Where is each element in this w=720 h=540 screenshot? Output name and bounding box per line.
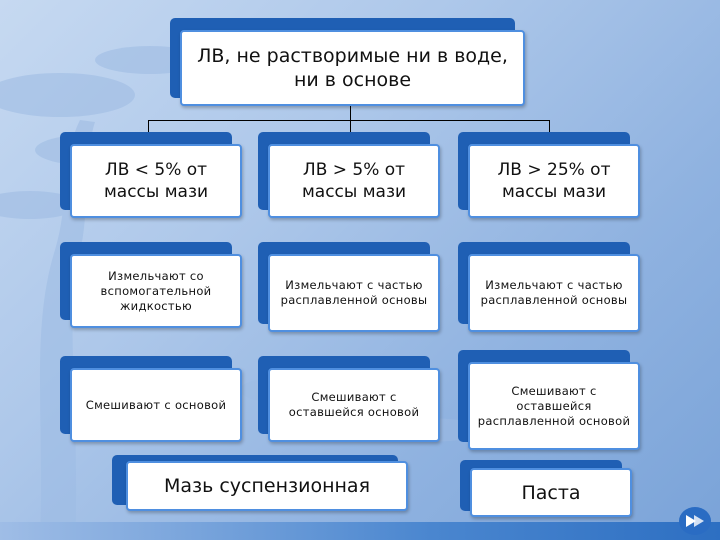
result-suspension-ointment-text: Мазь суспензионная bbox=[126, 461, 408, 511]
column-3-step-2-text: Смешивают с оставшейся расплавленной осн… bbox=[468, 362, 640, 450]
column-2-step-2-text: Смешивают с оставшейся основой bbox=[268, 368, 440, 442]
result-paste: Паста bbox=[460, 460, 632, 517]
result-paste-text: Паста bbox=[470, 468, 632, 517]
column-3-step-2: Смешивают с оставшейся расплавленной осн… bbox=[458, 350, 640, 450]
column-2-header-text: ЛВ > 5% от массы мази bbox=[268, 144, 440, 218]
column-3-header: ЛВ > 25% от массы мази bbox=[458, 132, 640, 218]
column-1-step-1-text: Измельчают со вспомогательной жидкостью bbox=[70, 254, 242, 328]
root-node: ЛВ, не растворимые ни в воде, ни в основ… bbox=[170, 18, 525, 106]
column-1-step-1: Измельчают со вспомогательной жидкостью bbox=[60, 242, 242, 328]
column-1-step-2-text: Смешивают с основой bbox=[70, 368, 242, 442]
column-2-step-1-text: Измельчают с частью расплавленной основы bbox=[268, 254, 440, 332]
column-3-step-1: Измельчают с частью расплавленной основы bbox=[458, 242, 640, 332]
footer-bar bbox=[0, 522, 720, 540]
column-1-step-2: Смешивают с основой bbox=[60, 356, 242, 442]
logo-icon bbox=[678, 506, 712, 536]
connector-col2 bbox=[350, 120, 351, 132]
column-2-step-2: Смешивают с оставшейся основой bbox=[258, 356, 440, 442]
connector-col1 bbox=[148, 120, 149, 132]
column-2-step-1: Измельчают с частью расплавленной основы bbox=[258, 242, 440, 332]
column-1-header-text: ЛВ < 5% от массы мази bbox=[70, 144, 242, 218]
column-3-header-text: ЛВ > 25% от массы мази bbox=[468, 144, 640, 218]
column-3-step-1-text: Измельчают с частью расплавленной основы bbox=[468, 254, 640, 332]
root-node-text: ЛВ, не растворимые ни в воде, ни в основ… bbox=[180, 30, 525, 106]
column-2-header: ЛВ > 5% от массы мази bbox=[258, 132, 440, 218]
connector-col3 bbox=[549, 120, 550, 132]
column-1-header: ЛВ < 5% от массы мази bbox=[60, 132, 242, 218]
result-suspension-ointment: Мазь суспензионная bbox=[112, 455, 408, 511]
connector-horizontal bbox=[148, 120, 550, 121]
connector-root-down bbox=[350, 105, 351, 120]
